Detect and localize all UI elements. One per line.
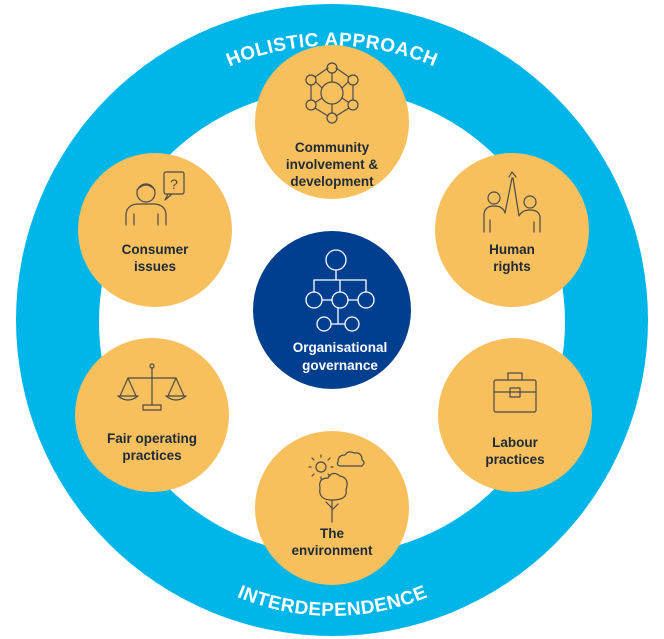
person-question-icon <box>125 171 185 226</box>
node-labour: Labour practices <box>438 338 592 492</box>
node-community-line2: involvement & <box>286 157 379 172</box>
raised-hands-icon <box>483 171 541 233</box>
node-community-line1: Community <box>295 140 370 155</box>
node-human-rights-line1: Human <box>489 242 535 257</box>
node-human-rights-line2: rights <box>493 259 531 274</box>
node-consumer: ? Consumer issues <box>78 153 232 307</box>
node-labour-line1: Labour <box>492 435 538 450</box>
node-consumer-line2: issues <box>134 259 176 274</box>
node-community-line3: development <box>290 174 374 189</box>
node-human-rights: Human rights <box>435 153 589 307</box>
center-label-line2: governance <box>302 358 378 373</box>
node-community: Community involvement & development <box>255 45 409 199</box>
node-fair-operating-line1: Fair operating <box>107 431 197 446</box>
question-mark-glyph: ? <box>170 176 178 192</box>
network-icon <box>305 62 359 124</box>
node-fair-operating: Fair operating practices <box>75 338 229 492</box>
node-environment-line1: The <box>320 526 344 541</box>
center-label-line1: Organisational <box>293 340 388 355</box>
node-fair-operating-line2: practices <box>122 448 181 463</box>
node-environment-line2: environment <box>291 543 373 558</box>
node-consumer-line1: Consumer <box>122 242 190 257</box>
node-center-governance: Organisational governance <box>253 231 411 389</box>
tree-sun-cloud-icon <box>308 451 365 523</box>
org-chart-icon <box>305 249 375 332</box>
briefcase-icon <box>493 372 537 413</box>
node-labour-line2: practices <box>485 452 544 467</box>
node-environment: The environment <box>255 431 409 585</box>
scales-icon <box>117 363 187 411</box>
